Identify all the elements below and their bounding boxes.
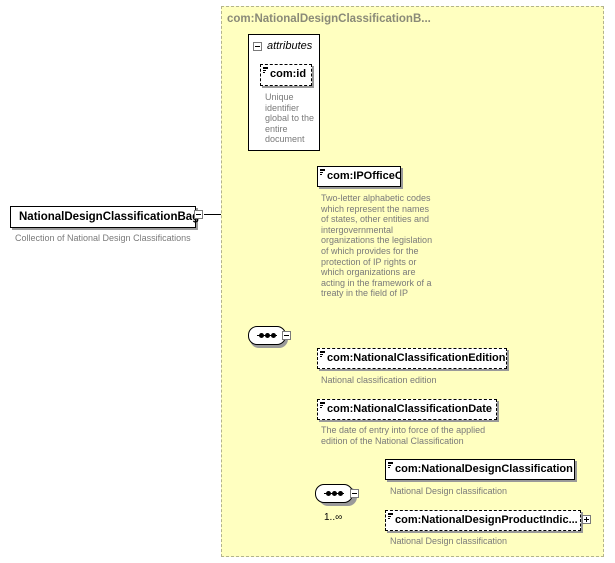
attributes-collapse-icon[interactable] [253,42,262,51]
element-nationalclassificationdate-description: The date of entry into force of the appl… [321,425,501,446]
sequence-compositor-icon [248,326,286,345]
element-nationalclassificationedition[interactable]: com:NationalClassificationEdition [317,348,507,369]
attribute-com-id-description: Unique identifier global to the entire d… [265,92,317,145]
attribute-com-id[interactable]: com:id [260,64,312,86]
element-nationaldesignclassification[interactable]: com:NationalDesignClassification [385,459,575,480]
attributes-title: attributes [267,40,312,52]
element-marker-icon [388,513,393,518]
element-marker-icon [320,402,325,407]
sequence-collapse-icon[interactable] [282,331,291,340]
element-nationaldesignproductindication[interactable]: com:NationalDesignProductIndic... [385,510,581,531]
element-nationalclassificationdate[interactable]: com:NationalClassificationDate [317,399,497,420]
inner-sequence-occurs: 1..∞ [324,512,342,523]
element-marker-icon [320,169,325,174]
element-nationalclassificationedition-description: National classification edition [321,375,437,386]
attribute-marker-icon [263,67,268,72]
element-nationaldesignclassification-description: National Design classification [390,486,507,497]
expand-icon[interactable] [582,515,591,524]
element-ipofficecode-description: Two-letter alphabetic codes which repres… [321,193,439,299]
inner-sequence-compositor-icon [315,484,353,503]
element-marker-icon [388,462,393,467]
element-ipofficecode[interactable]: com:IPOfficeCode [317,166,401,187]
complex-type-title: com:NationalDesignClassificationB... [227,13,431,25]
inner-sequence-collapse-icon[interactable] [350,489,359,498]
root-collapse-icon[interactable] [194,210,203,219]
root-description: Collection of National Design Classifica… [15,233,191,244]
root-element[interactable]: NationalDesignClassificationBag [10,206,196,228]
element-nationaldesignproductindication-description: National Design classification [390,536,507,547]
element-marker-icon [320,351,325,356]
